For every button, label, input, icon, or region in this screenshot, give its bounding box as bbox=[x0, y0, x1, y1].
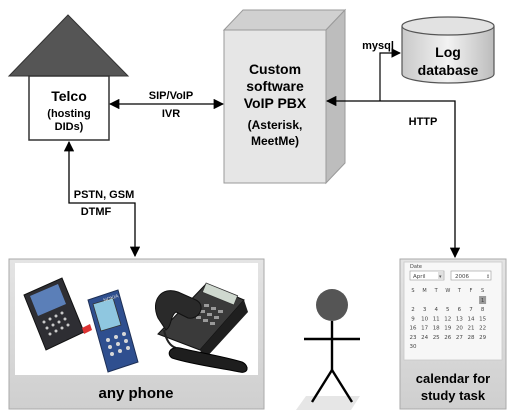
telco-label-1: Telco bbox=[51, 88, 87, 104]
calendar-day[interactable]: 18 bbox=[433, 326, 440, 332]
log-database-node: Log database bbox=[401, 16, 495, 84]
weekday-header: F bbox=[470, 288, 473, 294]
calendar-day[interactable]: 7 bbox=[469, 307, 473, 313]
pbx-label-4: (Asterisk, bbox=[248, 118, 303, 132]
edge-telco-phone-label-2: DTMF bbox=[81, 206, 112, 218]
calendar-day[interactable]: 20 bbox=[456, 326, 463, 332]
weekday-header: T bbox=[434, 288, 439, 294]
calendar-day[interactable]: 22 bbox=[479, 326, 486, 332]
calendar-day[interactable]: 1 bbox=[481, 298, 485, 304]
pbx-label-1: Custom bbox=[249, 61, 301, 77]
calendar-day[interactable]: 30 bbox=[410, 344, 417, 350]
calendar-day[interactable]: 23 bbox=[410, 335, 417, 341]
pbx-front-face bbox=[223, 29, 327, 184]
pbx-label-2: software bbox=[246, 78, 304, 94]
phone-panel-caption: any phone bbox=[98, 385, 173, 402]
stick-figure-head bbox=[316, 289, 348, 321]
pbx-top-face bbox=[222, 9, 347, 31]
calendar-day[interactable]: 13 bbox=[456, 316, 463, 322]
calendar-day[interactable]: 29 bbox=[479, 335, 486, 341]
edge-telco-pbx-label-2: IVR bbox=[162, 108, 180, 120]
pbx-side-face bbox=[325, 8, 346, 185]
calendar-day[interactable]: 3 bbox=[423, 307, 427, 313]
calendar-day[interactable]: 28 bbox=[468, 335, 475, 341]
desk-phone-icon bbox=[155, 282, 248, 373]
calendar-day[interactable]: 17 bbox=[421, 326, 428, 332]
db-label-1: Log bbox=[435, 44, 461, 60]
phone-panel: NOKIA any phone bbox=[8, 258, 265, 410]
month-select[interactable] bbox=[409, 270, 445, 281]
selected-day-highlight bbox=[479, 296, 487, 304]
calendar-day[interactable]: 16 bbox=[410, 326, 417, 332]
calendar-day[interactable]: 15 bbox=[479, 316, 486, 322]
edges: SIP/VoIP IVR mysql HTTP PSTN, GSM DTMF bbox=[63, 40, 461, 259]
nokia-brand-label: NOKIA bbox=[103, 293, 120, 304]
month-select-value: April bbox=[413, 274, 426, 280]
year-spinner[interactable] bbox=[450, 270, 492, 281]
month-chevron-down-icon: ▾ bbox=[439, 274, 442, 280]
smartphone-icon bbox=[23, 277, 92, 351]
calendar-day[interactable]: 5 bbox=[446, 307, 450, 313]
calendar-day[interactable]: 14 bbox=[468, 316, 475, 322]
pbx-label-5: MeetMe) bbox=[251, 134, 299, 148]
db-body bbox=[401, 26, 495, 84]
telco-roof bbox=[7, 14, 130, 77]
db-label-2: database bbox=[418, 62, 479, 78]
calendar-day[interactable]: 9 bbox=[411, 316, 415, 322]
calendar-day[interactable]: 12 bbox=[444, 316, 451, 322]
calendar-day[interactable]: 2 bbox=[411, 307, 415, 313]
telco-label-3: DIDs) bbox=[55, 121, 84, 133]
weekday-header: S bbox=[411, 288, 414, 294]
weekday-header: S bbox=[481, 288, 484, 294]
calendar-day[interactable]: 24 bbox=[421, 335, 428, 341]
edge-pbx-calendar-label: HTTP bbox=[409, 116, 438, 128]
calendar-day[interactable]: 11 bbox=[433, 316, 440, 322]
telco-node: Telco (hosting DIDs) bbox=[7, 14, 130, 141]
user-stick-figure bbox=[296, 289, 360, 410]
calendar-day[interactable]: 26 bbox=[444, 335, 451, 341]
year-spinner-value: 2006 bbox=[455, 274, 469, 280]
weekday-header: M bbox=[422, 288, 426, 294]
calendar-day[interactable]: 25 bbox=[433, 335, 440, 341]
edge-telco-pbx-label-1: SIP/VoIP bbox=[149, 90, 193, 102]
calendar-day[interactable]: 10 bbox=[421, 316, 428, 322]
calendar-caption-1: calendar for bbox=[416, 371, 490, 386]
edge-telco-phone bbox=[63, 140, 141, 258]
weekday-header: W bbox=[445, 288, 450, 294]
db-top bbox=[401, 16, 495, 36]
calendar-day[interactable]: 8 bbox=[481, 307, 485, 313]
telco-label-2: (hosting bbox=[47, 108, 90, 120]
weekday-header: T bbox=[457, 288, 462, 294]
calendar-day[interactable]: 4 bbox=[434, 307, 438, 313]
edge-pbx-calendar bbox=[325, 95, 461, 259]
calendar-day[interactable]: 6 bbox=[458, 307, 462, 313]
telco-body bbox=[28, 75, 110, 141]
pbx-label-3: VoIP PBX bbox=[244, 95, 307, 111]
edge-pbx-db bbox=[379, 48, 401, 101]
calendar-day[interactable]: 19 bbox=[444, 326, 451, 332]
edge-pbx-db-label: mysql bbox=[362, 40, 394, 52]
year-spinner-arrows-icon[interactable]: ⇕ bbox=[486, 274, 490, 280]
edge-telco-phone-label-1: PSTN, GSM bbox=[74, 189, 135, 201]
calendar-day[interactable]: 21 bbox=[468, 326, 475, 332]
mobile-phone-icon: NOKIA bbox=[87, 289, 139, 373]
stick-figure-shadow bbox=[296, 396, 360, 410]
calendar-day[interactable]: 27 bbox=[456, 335, 463, 341]
month-select-arrow[interactable] bbox=[438, 272, 444, 279]
calendar-caption-2: study task bbox=[421, 388, 486, 403]
calendar-group-label: Date bbox=[410, 264, 422, 270]
pbx-node: Custom software VoIP PBX (Asterisk, Meet… bbox=[222, 8, 347, 185]
